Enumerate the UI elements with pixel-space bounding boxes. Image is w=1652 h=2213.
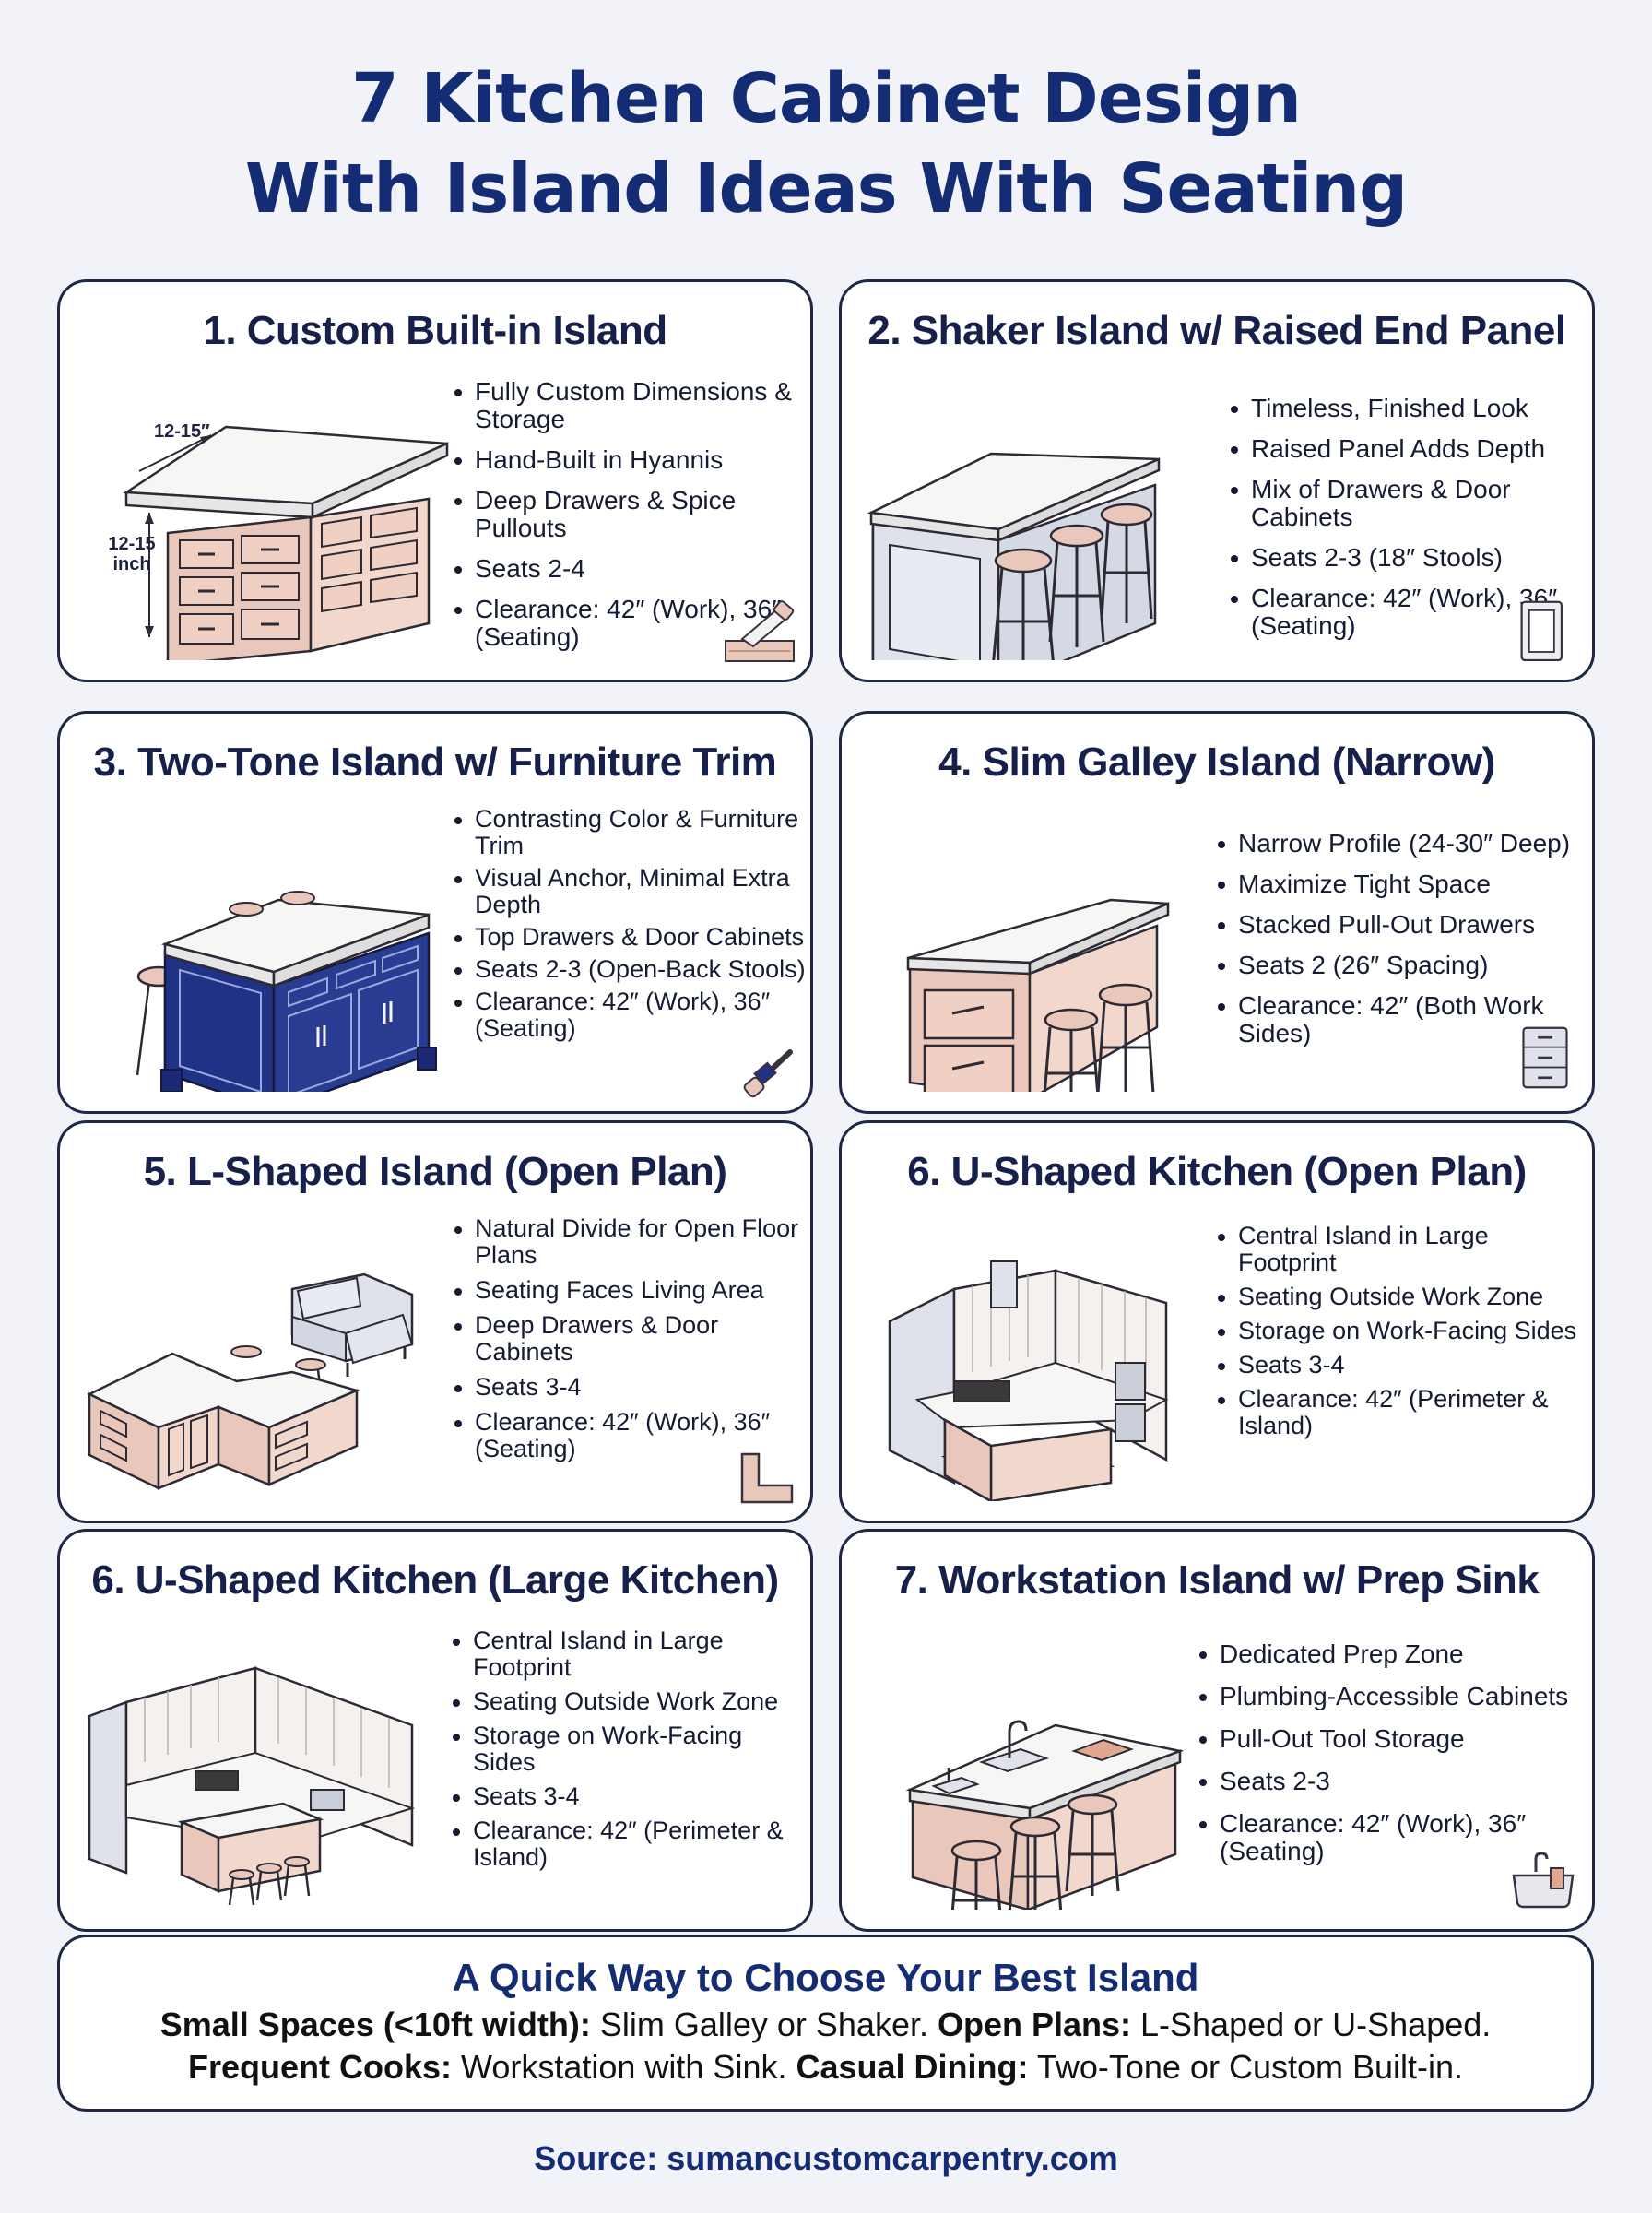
page-title: 7 Kitchen Cabinet Design With Island Ide… (0, 53, 1652, 234)
list-item: Seating Faces Living Area (453, 1277, 807, 1304)
drawer-stack-icon (1522, 1026, 1568, 1089)
list-item: Top Drawers & Door Cabinets (453, 924, 807, 951)
list-item: Clearance: 42″ (Work), 36″ (Seating) (1198, 1810, 1585, 1865)
summary-row-1: Small Spaces (<10ft width): Slim Galley … (60, 2004, 1591, 2046)
summary-heading: A Quick Way to Choose Your Best Island (452, 1956, 1199, 1999)
list-item: Hand-Built in Hyannis (453, 446, 794, 474)
summary-text: Slim Galley or Shaker. (590, 2006, 938, 2043)
feature-list: Timeless, Finished Look Raised Panel Add… (1229, 395, 1579, 653)
feature-list: Contrasting Color & Furniture Trim Visua… (453, 806, 807, 1047)
panel-door-icon (1520, 600, 1564, 661)
feature-list: Central Island in Large Footprint Seatin… (451, 1627, 810, 1878)
list-item: Pull-Out Tool Storage (1198, 1725, 1585, 1753)
list-item: Seats 3-4 (1216, 1352, 1585, 1379)
card-heading: 7. Workstation Island w/ Prep Sink (894, 1557, 1540, 1603)
list-item: Dedicated Prep Zone (1198, 1640, 1585, 1668)
list-item: Storage on Work-Facing Sides (451, 1722, 810, 1776)
feature-list: Narrow Profile (24-30″ Deep) Maximize Ti… (1216, 830, 1585, 1060)
card-l-shaped-island: 5. L-Shaped Island (Open Plan) Natural D… (57, 1120, 813, 1523)
custom-island-illustration: 12-15″ 12-15 inch (108, 421, 449, 660)
card-u-shaped-kitchen-large: 6. U-Shaped Kitchen (Large Kitchen) Cent… (57, 1529, 813, 1932)
dimension-side-unit: inch (112, 554, 150, 574)
list-item: Central Island in Large Footprint (451, 1627, 810, 1681)
card-heading: 3. Two-Tone Island w/ Furniture Trim (93, 740, 777, 785)
summary-text: L-Shaped or U-Shaped. (1131, 2006, 1492, 2043)
list-item: Clearance: 42″ (Work), 36″ (Seating) (453, 988, 807, 1042)
feature-list: Natural Divide for Open Floor Plans Seat… (453, 1215, 807, 1471)
list-item: Clearance: 42″ (Work), 36″ (Seating) (1229, 585, 1579, 640)
u-shaped-large-kitchen-illustration (88, 1666, 416, 1906)
card-heading: 5. L-Shaped Island (Open Plan) (143, 1149, 727, 1194)
card-custom-built-in-island: 1. Custom Built-in Island 12-15″ 12-15 i… (57, 279, 813, 682)
list-item: Seats 2-4 (453, 555, 794, 583)
list-item: Plumbing-Accessible Cabinets (1198, 1683, 1585, 1710)
list-item: Visual Anchor, Minimal Extra Depth (453, 865, 807, 918)
list-item: Clearance: 42″ (Perimeter & Island) (1216, 1386, 1585, 1439)
summary-text: Two-Tone or Custom Built-in. (1028, 2048, 1464, 2086)
two-tone-island-illustration (136, 891, 437, 1092)
dimension-side-label: 12-15 (108, 534, 155, 554)
summary-label: Casual Dining: (796, 2048, 1029, 2086)
list-item: Fully Custom Dimensions & Storage (453, 378, 794, 433)
list-item: Storage on Work-Facing Sides (1216, 1318, 1585, 1344)
card-two-tone-island: 3. Two-Tone Island w/ Furniture Trim Con… (57, 711, 813, 1114)
card-slim-galley-island: 4. Slim Galley Island (Narrow) Narrow Pr… (839, 711, 1595, 1114)
feature-list: Dedicated Prep Zone Plumbing-Accessible … (1198, 1640, 1585, 1880)
source-credit: Source: sumancustomcarpentry.com (534, 2139, 1118, 2177)
sink-icon (1512, 1852, 1575, 1909)
summary-text: Workstation with Sink. (452, 2048, 796, 2086)
summary-label: Frequent Cooks: (187, 2048, 452, 2086)
list-item: Raised Panel Adds Depth (1229, 435, 1579, 463)
card-u-shaped-kitchen-open-plan: 6. U-Shaped Kitchen (Open Plan) Central … (839, 1120, 1595, 1523)
saw-icon (725, 600, 795, 662)
card-shaker-island: 2. Shaker Island w/ Raised End Panel Tim… (839, 279, 1595, 682)
list-item: Contrasting Color & Furniture Trim (453, 806, 807, 859)
card-heading: 1. Custom Built-in Island (203, 308, 667, 353)
card-heading: 6. U-Shaped Kitchen (Large Kitchen) (91, 1557, 779, 1603)
card-heading: 2. Shaker Island w/ Raised End Panel (867, 308, 1566, 353)
list-item: Seating Outside Work Zone (1216, 1284, 1585, 1310)
card-heading: 4. Slim Galley Island (Narrow) (938, 740, 1495, 785)
l-shaped-island-illustration (87, 1272, 414, 1490)
list-item: Seats 3-4 (451, 1783, 810, 1810)
list-item: Seats 2 (26″ Spacing) (1216, 952, 1585, 979)
list-item: Deep Drawers & Spice Pullouts (453, 487, 794, 542)
list-item: Seats 2-3 (18″ Stools) (1229, 544, 1579, 572)
list-item: Maximize Tight Space (1216, 870, 1585, 898)
list-item: Seats 2-3 (1198, 1768, 1585, 1795)
l-shape-icon (740, 1452, 794, 1504)
u-shaped-open-plan-illustration (888, 1260, 1169, 1501)
summary-label: Small Spaces (<10ft width): (159, 2006, 591, 2043)
list-item: Deep Drawers & Door Cabinets (453, 1312, 807, 1366)
title-line-1: 7 Kitchen Cabinet Design (351, 59, 1302, 138)
summary-box: A Quick Way to Choose Your Best Island S… (57, 1935, 1594, 2112)
list-item: Central Island in Large Footprint (1216, 1223, 1585, 1276)
list-item: Clearance: 42″ (Perimeter & Island) (451, 1817, 810, 1871)
summary-row-2: Frequent Cooks: Workstation with Sink. C… (60, 2046, 1591, 2089)
paintbrush-icon (743, 1049, 793, 1098)
list-item: Clearance: 42″ (Both Work Sides) (1216, 992, 1585, 1047)
list-item: Timeless, Finished Look (1229, 395, 1579, 422)
list-item: Seats 2-3 (Open-Back Stools) (453, 956, 807, 983)
slim-galley-island-illustration (906, 898, 1170, 1092)
feature-list: Central Island in Large Footprint Seatin… (1216, 1223, 1585, 1447)
card-heading: 6. U-Shaped Kitchen (Open Plan) (907, 1149, 1527, 1194)
card-workstation-island: 7. Workstation Island w/ Prep Sink Dedic… (839, 1529, 1595, 1932)
summary-label: Open Plans: (937, 2006, 1132, 2043)
list-item: Clearance: 42″ (Work), 36″ (Seating) (453, 1409, 807, 1462)
list-item: Stacked Pull-Out Drawers (1216, 911, 1585, 939)
list-item: Natural Divide for Open Floor Plans (453, 1215, 807, 1269)
feature-list: Fully Custom Dimensions & Storage Hand-B… (453, 378, 794, 664)
list-item: Mix of Drawers & Door Cabinets (1229, 476, 1579, 531)
shaker-island-illustration (867, 452, 1161, 660)
dimension-top-label: 12-15″ (154, 421, 210, 442)
list-item: Clearance: 42″ (Work), 36″ (Seating) (453, 596, 794, 651)
title-line-2: With Island Ideas With Seating (244, 149, 1408, 229)
list-item: Seating Outside Work Zone (451, 1688, 810, 1715)
list-item: Seats 3-4 (453, 1374, 807, 1401)
list-item: Narrow Profile (24-30″ Deep) (1216, 830, 1585, 858)
workstation-island-illustration (905, 1720, 1185, 1910)
